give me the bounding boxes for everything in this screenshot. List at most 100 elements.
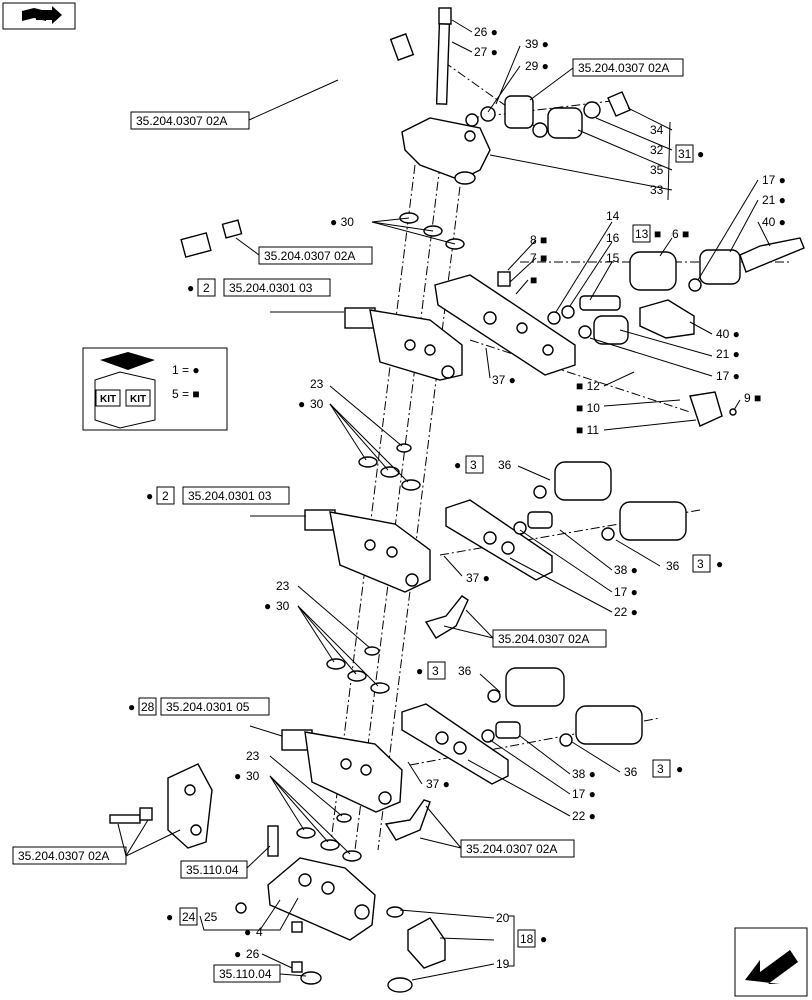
svg-text:33: 33	[650, 183, 664, 197]
svg-text:3: 3	[470, 458, 477, 472]
svg-text:●: ●	[264, 599, 271, 613]
svg-text:23: 23	[276, 579, 290, 593]
ref-link[interactable]: 35.110.04	[180, 860, 248, 879]
svg-text:●: ●	[234, 769, 241, 783]
svg-text:●: ●	[676, 762, 683, 776]
mounting-bracket	[109, 763, 213, 849]
svg-text:34: 34	[650, 123, 664, 137]
svg-text:4: 4	[256, 925, 263, 939]
ref-link[interactable]: 35.110.04	[213, 964, 281, 983]
ref-link[interactable]: 35.204.0307 02A	[460, 839, 575, 858]
svg-text:13: 13	[635, 227, 649, 241]
svg-text:26: 26	[246, 947, 260, 961]
svg-text:35.204.0301 03: 35.204.0301 03	[229, 281, 313, 295]
part-labels: 26 ● 27 ● 39 ● 29 ● 34 32 35 33 31 ● ● 3…	[128, 25, 786, 971]
assembly-centerlines	[329, 61, 790, 851]
svg-text:26 ●: 26 ●	[474, 25, 498, 39]
ref-link[interactable]: 35.204.0307 02A	[572, 58, 684, 77]
svg-text:21 ●: 21 ●	[762, 193, 786, 207]
svg-text:36: 36	[666, 559, 680, 573]
svg-text:2: 2	[162, 489, 169, 503]
ref-link[interactable]: 35.204.0307 02A	[492, 629, 607, 648]
svg-text:●: ●	[187, 281, 194, 295]
port-fitting	[386, 906, 446, 993]
svg-text:■ 10: ■ 10	[576, 401, 600, 415]
reference-boxes: 35.204.0307 02A 35.204.0307 02A 35.204.0…	[12, 58, 684, 983]
svg-text:3: 3	[697, 557, 704, 571]
kit-legend-row-1: 1 = ●	[172, 363, 200, 377]
svg-text:2: 2	[203, 281, 210, 295]
svg-text:36: 36	[498, 458, 512, 472]
svg-text:40 ●: 40 ●	[716, 327, 740, 341]
svg-text:23: 23	[246, 749, 260, 763]
svg-text:21 ●: 21 ●	[716, 347, 740, 361]
svg-text:6 ■: 6 ■	[672, 227, 689, 241]
svg-text:●: ●	[298, 397, 305, 411]
kit-box-icon: KIT KIT	[94, 352, 156, 429]
svg-text:17 ●: 17 ●	[614, 585, 638, 599]
svg-text:●: ●	[166, 910, 173, 924]
svg-text:3: 3	[657, 762, 664, 776]
svg-text:●: ●	[128, 700, 135, 714]
svg-text:●: ●	[716, 557, 723, 571]
ref-link[interactable]: 35.204.0301 05	[160, 697, 270, 716]
svg-text:35.204.0307 02A: 35.204.0307 02A	[18, 849, 109, 863]
svg-text:■: ■	[654, 227, 661, 241]
upper-relief-housing	[434, 271, 576, 376]
svg-text:35.110.04: 35.110.04	[186, 863, 239, 877]
svg-text:25: 25	[204, 910, 218, 924]
svg-text:■ 12: ■ 12	[576, 379, 600, 393]
svg-text:KIT: KIT	[100, 394, 116, 405]
ref-link[interactable]: 35.204.0301 03	[182, 486, 290, 505]
svg-text:36: 36	[458, 664, 472, 678]
svg-text:●: ●	[416, 664, 423, 678]
top-cover	[401, 117, 491, 185]
svg-text:30: 30	[310, 397, 324, 411]
svg-text:35.204.0307 02A: 35.204.0307 02A	[466, 842, 557, 856]
svg-text:● 30: ● 30	[330, 215, 354, 229]
ref-link[interactable]: 35.204.0307 02A	[130, 111, 250, 130]
spring-and-plate	[623, 359, 737, 427]
svg-text:40 ●: 40 ●	[762, 215, 786, 229]
next-page-arrow-icon[interactable]	[734, 927, 808, 997]
svg-text:18: 18	[520, 932, 534, 946]
ref-link[interactable]: 35.204.0301 03	[223, 278, 331, 297]
spool-parts-upper-right	[547, 237, 805, 345]
svg-text:23: 23	[310, 377, 324, 391]
svg-text:17 ●: 17 ●	[762, 173, 786, 187]
svg-text:35: 35	[650, 163, 664, 177]
svg-text:38 ●: 38 ●	[572, 767, 596, 781]
svg-text:■ 11: ■ 11	[576, 423, 599, 437]
svg-text:●: ●	[234, 947, 241, 961]
svg-text:28: 28	[141, 700, 155, 714]
svg-text:16: 16	[606, 231, 620, 245]
svg-text:39 ●: 39 ●	[525, 37, 549, 51]
aux-block-upper	[445, 461, 687, 581]
svg-text:38 ●: 38 ●	[614, 563, 638, 577]
svg-text:35.204.0307 02A: 35.204.0307 02A	[264, 249, 355, 263]
svg-text:●: ●	[540, 932, 547, 946]
svg-text:8 ■: 8 ■	[530, 233, 547, 247]
kit-legend-row-2: 5 = ■	[172, 387, 200, 401]
svg-text:37 ●: 37 ●	[492, 373, 516, 387]
svg-text:37 ●: 37 ●	[466, 571, 490, 585]
svg-text:35.204.0301 03: 35.204.0301 03	[188, 489, 272, 503]
svg-text:35.110.04: 35.110.04	[219, 967, 272, 981]
svg-text:30: 30	[246, 769, 260, 783]
ref-link[interactable]: 35.204.0307 02A	[12, 846, 127, 865]
book-arrow-icon[interactable]	[2, 2, 76, 30]
aux-block-lower	[401, 667, 643, 785]
svg-text:32: 32	[650, 143, 664, 157]
svg-text:17 ●: 17 ●	[572, 787, 596, 801]
ref-link[interactable]: 35.204.0307 02A	[258, 246, 373, 265]
svg-text:29 ●: 29 ●	[525, 59, 549, 73]
top-fittings	[465, 91, 631, 139]
levers	[384, 595, 469, 841]
svg-text:22 ●: 22 ●	[572, 809, 596, 823]
svg-text:35.204.0301 05: 35.204.0301 05	[166, 700, 250, 714]
svg-text:KIT: KIT	[130, 394, 146, 405]
svg-text:35.204.0307 02A: 35.204.0307 02A	[578, 61, 669, 75]
valve-section-3	[281, 729, 403, 813]
seal-rings-mid	[296, 443, 421, 862]
